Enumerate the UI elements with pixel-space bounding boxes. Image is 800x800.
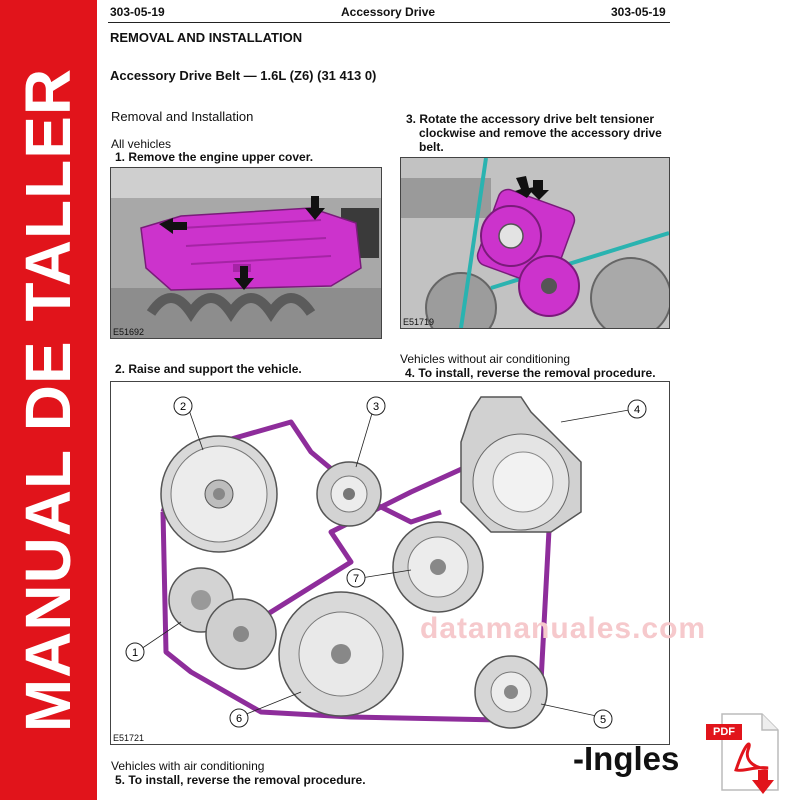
figure-tensioner: E51719 bbox=[400, 157, 670, 329]
callout-7: 7 bbox=[353, 573, 359, 585]
callout-1: 1 bbox=[132, 647, 138, 659]
callout-6: 6 bbox=[236, 713, 242, 725]
side-banner-text: MANUAL DE TALLER bbox=[12, 67, 84, 733]
alternator-4 bbox=[460, 396, 582, 533]
header-right-code: 303-05-19 bbox=[611, 5, 666, 19]
figure-id-2: E51719 bbox=[403, 317, 435, 327]
no-ac-label: Vehicles without air conditioning bbox=[400, 352, 571, 366]
step-1: 1. Remove the engine upper cover. bbox=[115, 150, 314, 164]
arrow-icon bbox=[159, 218, 187, 234]
arrow-icon bbox=[305, 196, 325, 220]
pdf-badge: PDF bbox=[706, 724, 742, 740]
side-banner: MANUAL DE TALLER bbox=[0, 0, 97, 800]
step-3-line-2: clockwise and remove the accessory drive bbox=[419, 126, 662, 140]
belt-routing-illustration: 2 3 4 1 6 5 7 bbox=[125, 396, 647, 729]
header-rule bbox=[108, 22, 670, 23]
figure-id-1: E51692 bbox=[113, 327, 145, 337]
section-title: REMOVAL AND INSTALLATION bbox=[110, 30, 303, 45]
callout-4: 4 bbox=[634, 404, 640, 416]
tensioner-illustration bbox=[401, 158, 669, 328]
figure-id-3: E51721 bbox=[113, 733, 145, 743]
arrow-icon bbox=[529, 180, 549, 200]
pdf-icon: PDF bbox=[706, 710, 790, 795]
step-2: 2. Raise and support the vehicle. bbox=[115, 362, 302, 376]
callout-2: 2 bbox=[180, 401, 186, 413]
pulley-7 bbox=[392, 521, 484, 613]
header-title: Accessory Drive bbox=[341, 5, 436, 19]
figure-belt-routing: 2 3 4 1 6 5 7 E51721 bbox=[110, 381, 670, 745]
step-3-line-3: belt. bbox=[419, 140, 444, 154]
step-3-line-1: 3. Rotate the accessory drive belt tensi… bbox=[406, 112, 655, 126]
figure-engine-cover: E51692 bbox=[110, 167, 382, 339]
belt-title: Accessory Drive Belt — 1.6L (Z6) (31 413… bbox=[110, 68, 377, 83]
tensioner-1 bbox=[168, 567, 277, 670]
callout-5: 5 bbox=[600, 714, 606, 726]
header-left-code: 303-05-19 bbox=[110, 5, 165, 19]
engine-cover-illustration bbox=[111, 168, 381, 338]
language-tag: -Ingles bbox=[573, 740, 680, 777]
arrow-icon bbox=[515, 176, 535, 198]
callout-3: 3 bbox=[373, 401, 379, 413]
watermark: datamanuales.com bbox=[420, 612, 707, 645]
arrow-icon bbox=[234, 266, 254, 290]
ac-label: Vehicles with air conditioning bbox=[111, 759, 265, 773]
crank-pulley-6 bbox=[278, 591, 404, 717]
pulley-2 bbox=[160, 435, 278, 553]
subsection-title: Removal and Installation bbox=[111, 109, 254, 124]
step-4: 4. To install, reverse the removal proce… bbox=[405, 366, 656, 380]
pulley-5 bbox=[474, 655, 548, 729]
step-5: 5. To install, reverse the removal proce… bbox=[115, 773, 366, 787]
pulley-3 bbox=[316, 461, 382, 527]
all-vehicles-label: All vehicles bbox=[111, 137, 172, 151]
